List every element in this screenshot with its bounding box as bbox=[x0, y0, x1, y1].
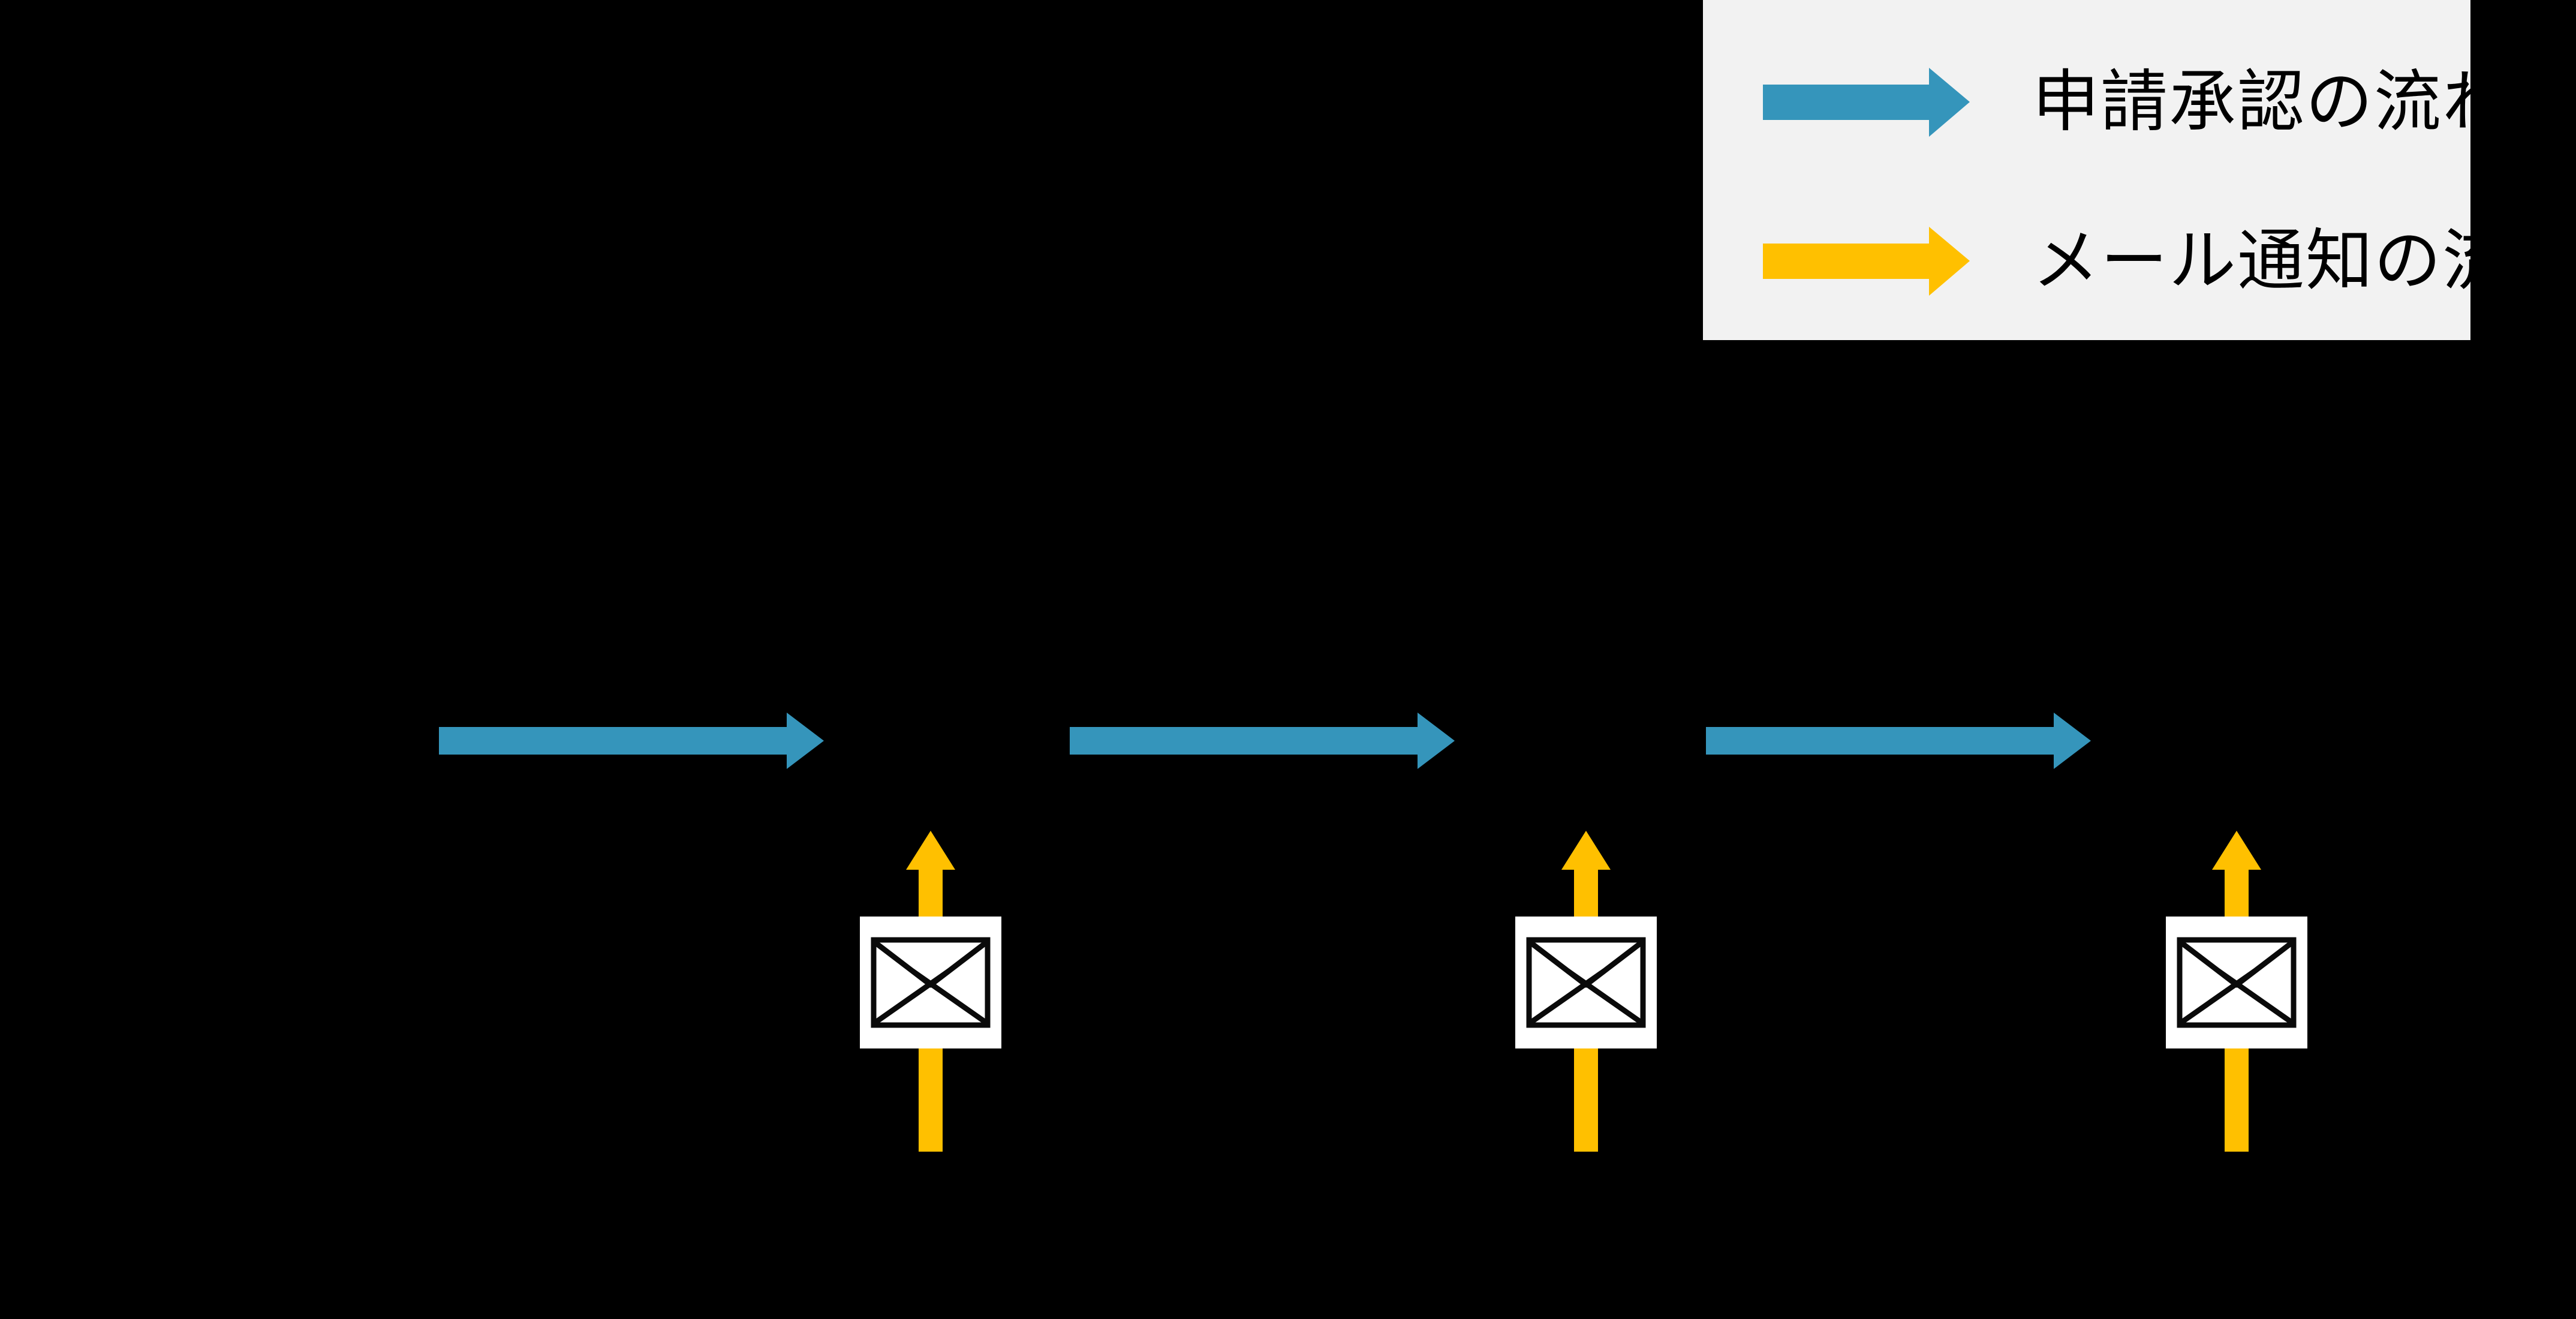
approval-flow-arrow-1 bbox=[439, 713, 824, 769]
right-arrow-shape bbox=[1070, 713, 1455, 769]
envelope-icon bbox=[2177, 937, 2297, 1028]
right-arrow-shape bbox=[1706, 713, 2091, 769]
right-arrow-icon bbox=[1763, 67, 1970, 137]
mail-icon-card bbox=[1515, 917, 1657, 1048]
legend-label-approval-flow: 申請承認の流れ bbox=[2032, 64, 2511, 139]
legend-label-mail-flow: メール通知の流れ bbox=[2032, 223, 2576, 298]
mail-icon-card bbox=[2166, 917, 2307, 1048]
right-arrow-icon bbox=[1763, 226, 1970, 296]
legend-item-mail-flow: メール通知の流れ bbox=[1763, 204, 2576, 318]
mail-notification-1 bbox=[860, 831, 1001, 1152]
mail-notification-2 bbox=[1515, 831, 1657, 1152]
legend-item-approval-flow: 申請承認の流れ bbox=[1763, 45, 2509, 159]
right-arrow-shape bbox=[1763, 67, 1970, 137]
mail-notification-3 bbox=[2166, 831, 2307, 1152]
approval-flow-arrow-2 bbox=[1070, 713, 1455, 769]
envelope-icon bbox=[1526, 937, 1646, 1028]
mail-icon-card bbox=[860, 917, 1001, 1048]
right-arrow-shape bbox=[1763, 226, 1970, 296]
envelope-icon bbox=[871, 937, 991, 1028]
approval-flow-arrow-3 bbox=[1706, 713, 2091, 769]
legend-box: 申請承認の流れ メール通知の流れ bbox=[1703, 0, 2576, 340]
right-arrow-shape bbox=[439, 713, 824, 769]
